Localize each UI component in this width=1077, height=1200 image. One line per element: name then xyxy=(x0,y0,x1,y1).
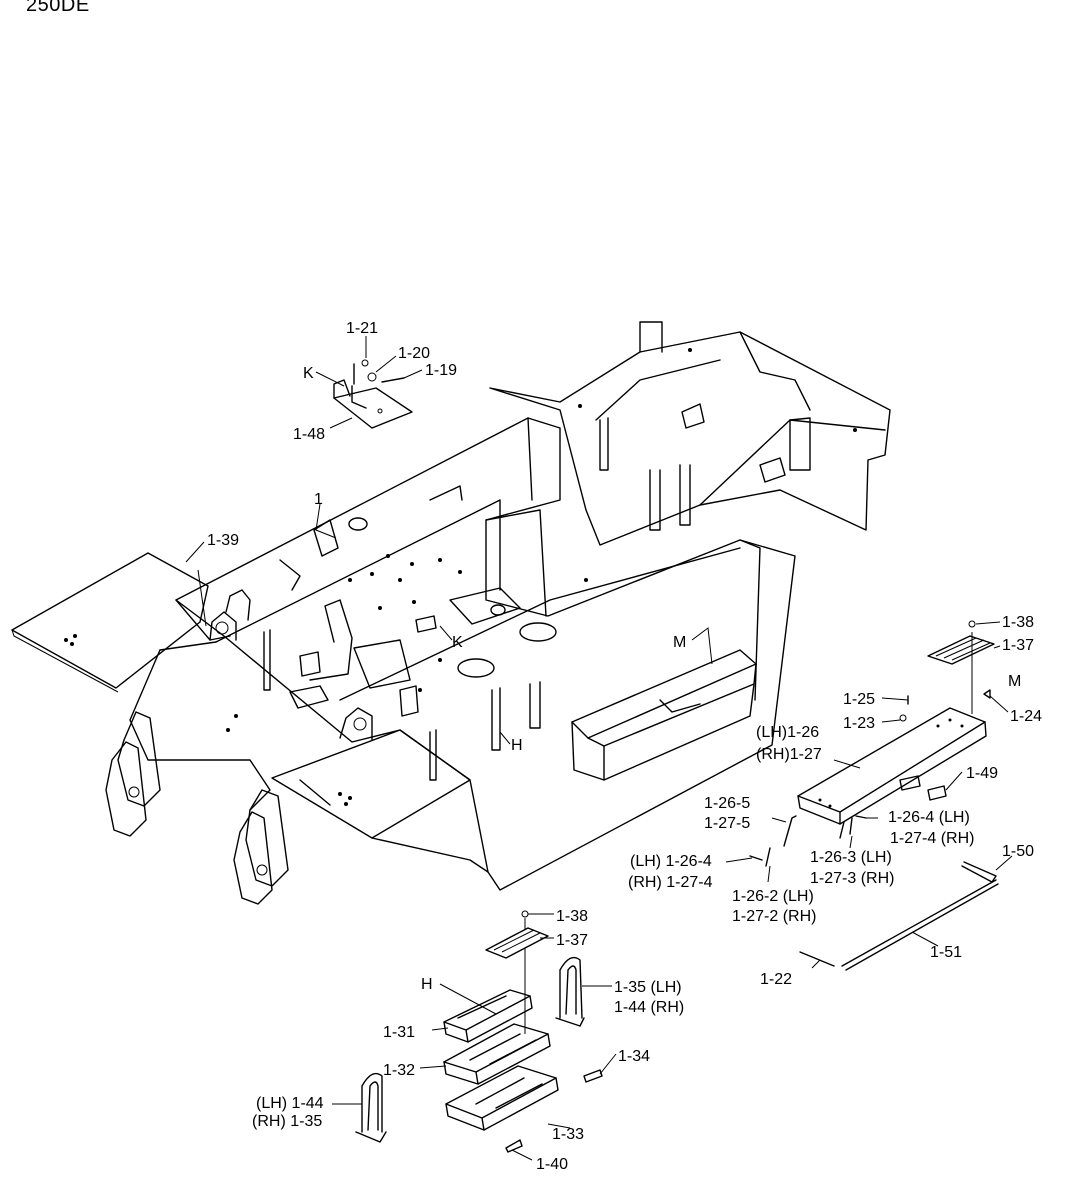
label-1-34: 1-34 xyxy=(618,1048,650,1065)
label-lh-1-26-4-left: (LH) 1-26-4 xyxy=(630,853,712,870)
label-1-24: 1-24 xyxy=(1010,708,1042,725)
label-1-25: 1-25 xyxy=(843,691,875,708)
label-1-38-lower: 1-38 xyxy=(556,908,588,925)
label-1-27-5: 1-27-5 xyxy=(704,815,750,832)
label-k-top: K xyxy=(303,365,314,382)
label-1-49: 1-49 xyxy=(966,765,998,782)
label-1-21: 1-21 xyxy=(346,320,378,337)
label-1-27-4-rh-right: 1-27-4 (RH) xyxy=(890,830,974,847)
label-1-37-lower: 1-37 xyxy=(556,932,588,949)
label-rh-1-27-4-left: (RH) 1-27-4 xyxy=(628,874,713,891)
label-1-26-5: 1-26-5 xyxy=(704,795,750,812)
step-plate-assembly-drawing xyxy=(749,620,999,971)
label-1-51: 1-51 xyxy=(930,944,962,961)
label-1-39: 1-39 xyxy=(207,532,239,549)
label-1-20: 1-20 xyxy=(398,345,430,362)
label-h-lower: H xyxy=(421,976,433,993)
label-1-35-lh: 1-35 (LH) xyxy=(614,979,682,996)
label-1-37-upper: 1-37 xyxy=(1002,637,1034,654)
label-1-26-3-lh: 1-26-3 (LH) xyxy=(810,849,892,866)
label-1-44-rh: 1-44 (RH) xyxy=(614,999,684,1016)
label-m-mid: M xyxy=(673,634,686,651)
label-k-mid: K xyxy=(452,634,463,651)
label-lh-1-26: (LH)1-26 xyxy=(756,724,819,741)
label-1-32: 1-32 xyxy=(383,1062,415,1079)
label-1-33: 1-33 xyxy=(552,1126,584,1143)
label-1-22: 1-22 xyxy=(760,971,792,988)
label-1-19: 1-19 xyxy=(425,362,457,379)
label-m-right: M xyxy=(1008,673,1021,690)
label-rh-1-27: (RH)1-27 xyxy=(756,746,822,763)
label-1-23: 1-23 xyxy=(843,715,875,732)
label-1-27-3-rh: 1-27-3 (RH) xyxy=(810,870,894,887)
label-1-48: 1-48 xyxy=(293,426,325,443)
leader-lines xyxy=(185,336,1013,1161)
model-title: 250DE xyxy=(26,0,90,16)
label-1-50: 1-50 xyxy=(1002,843,1034,860)
label-1-26-2-lh: 1-26-2 (LH) xyxy=(732,888,814,905)
label-1: 1 xyxy=(314,491,323,508)
label-lh-1-44: (LH) 1-44 xyxy=(256,1095,324,1112)
label-rh-1-35: (RH) 1-35 xyxy=(252,1113,322,1130)
bracket-k-drawing xyxy=(333,359,413,429)
callout-labels: 1-21 1-20 1-19 K 1-48 1 1-39 K M H 1-38 … xyxy=(207,320,1042,1173)
label-h-mid: H xyxy=(511,737,523,754)
label-1-27-2-rh: 1-27-2 (RH) xyxy=(732,908,816,925)
label-1-40: 1-40 xyxy=(536,1156,568,1173)
main-frame-drawing xyxy=(11,321,891,905)
label-1-31: 1-31 xyxy=(383,1024,415,1041)
label-1-26-4-lh-right: 1-26-4 (LH) xyxy=(888,809,970,826)
label-1-38-upper: 1-38 xyxy=(1002,614,1034,631)
